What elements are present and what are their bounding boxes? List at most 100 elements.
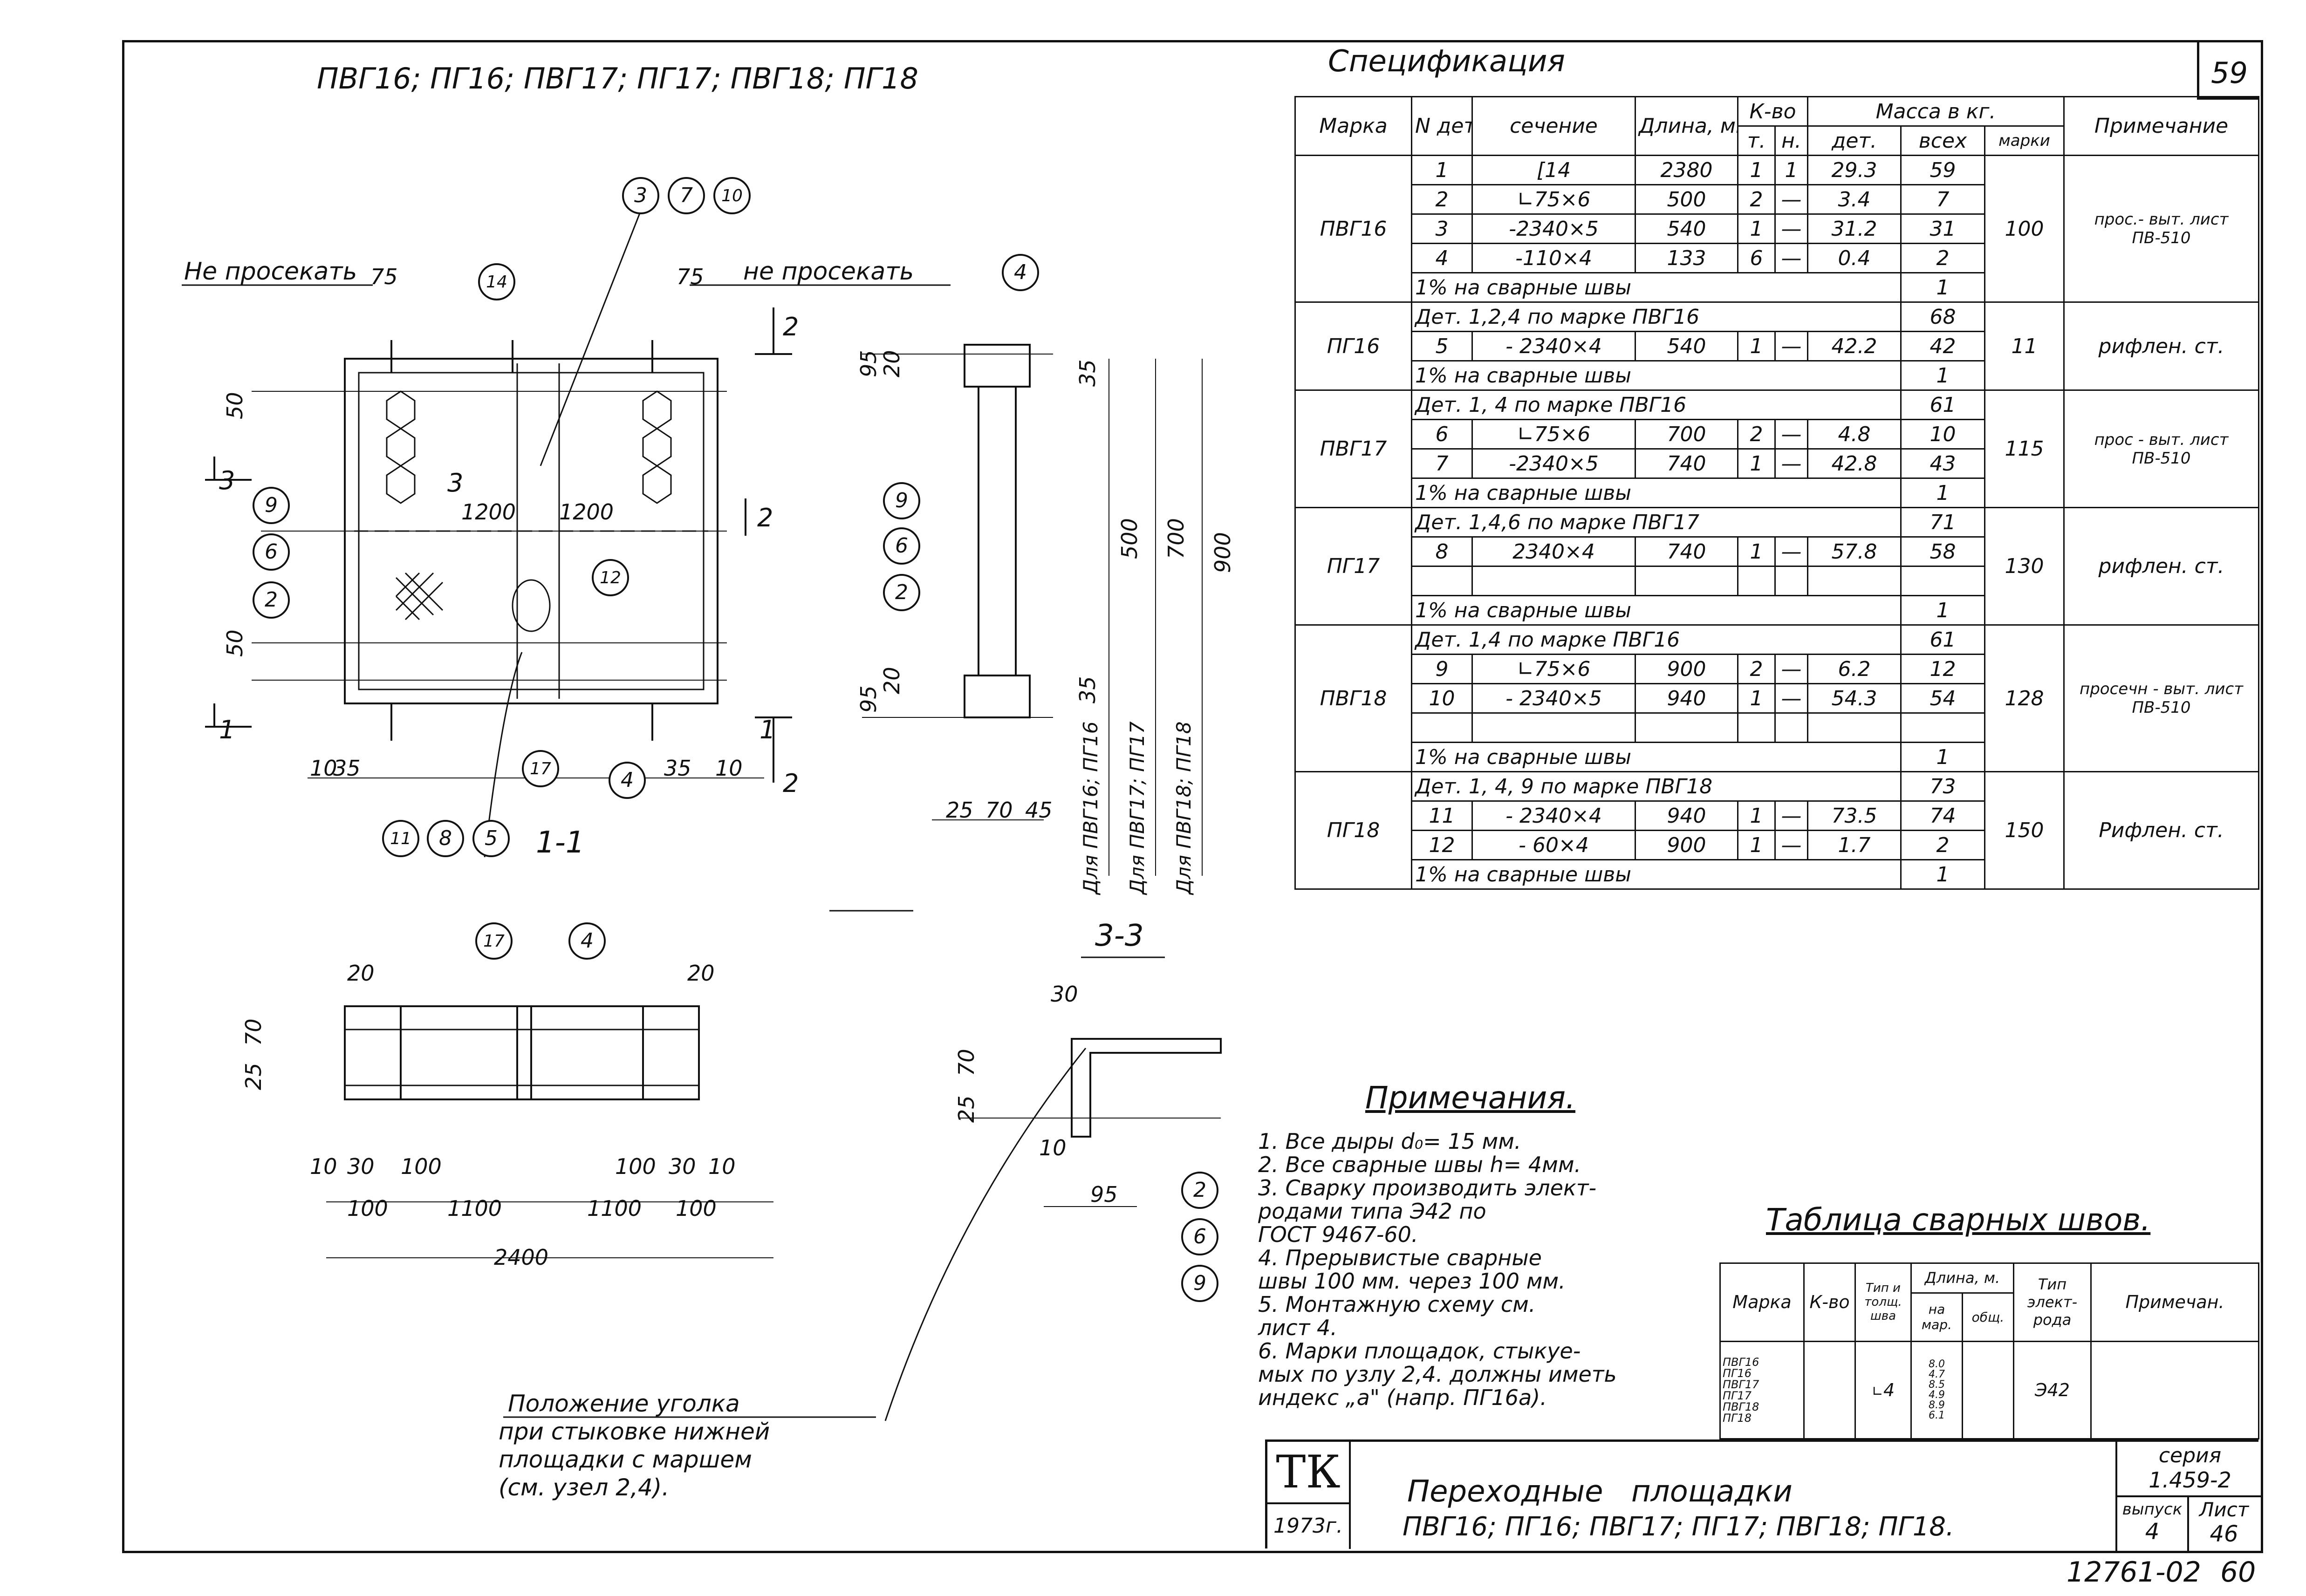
balloon-4b — [609, 762, 646, 799]
dim-70: 70 — [985, 798, 1013, 823]
note-line: швы 100 мм. через 100 мм. — [1258, 1269, 1566, 1294]
wt-type: ∟4 — [1854, 1340, 1912, 1440]
dim-35b: 35 — [664, 756, 691, 781]
cell-n: — — [1774, 800, 1808, 831]
cell-no: 9 — [1411, 654, 1473, 684]
balloon-9a-label: 9 — [265, 493, 278, 517]
no-cut-right: не просекать — [743, 258, 914, 286]
cut-2b: 2 — [783, 769, 799, 798]
cell-length: 740 — [1635, 448, 1738, 479]
wt-len-item: 8.0 — [1929, 1358, 1945, 1370]
section-3-3-label: 3-3 — [1095, 919, 1144, 953]
dim-35c: 35 — [1075, 359, 1100, 387]
cell-length: 500 — [1635, 184, 1738, 215]
balloon-2c — [1181, 1172, 1218, 1209]
page-number: 59 — [2211, 56, 2248, 90]
cell-t: 1 — [1737, 800, 1776, 831]
notes-title: Примечания. — [1365, 1080, 1575, 1116]
elev-dim-25: 25 — [241, 1063, 266, 1090]
cell-all: 74 — [1900, 800, 1985, 831]
dim-1200b: 1200 — [559, 499, 614, 525]
wt-hdr-mark: Марка — [1719, 1262, 1805, 1342]
cut-2a: 2 — [783, 312, 799, 341]
group-mass: 150 — [1984, 771, 2065, 890]
dim-45: 45 — [1025, 798, 1053, 823]
cell-all: 43 — [1900, 448, 1985, 479]
position-note-line-4: (см. узел 2,4). — [499, 1474, 669, 1501]
wt-electrode: Э42 — [2013, 1340, 2092, 1440]
table-row: 8 2340×4 740 1 — 57.8 58 — [1295, 536, 2259, 567]
table-row: 5 - 2340×4 540 1 — 42.2 42 — [1295, 331, 2259, 361]
weld-row-all: 1 — [1900, 742, 1985, 772]
table-row: ПВГ17 Дет. 1, 4 по марке ПВГ16 61 115 пр… — [1294, 389, 2259, 508]
balloon-4b-label: 4 — [621, 768, 634, 792]
balloon-7 — [668, 177, 705, 214]
note-line: 4. Прерывистые сварные — [1258, 1245, 1542, 1270]
balloon-6c — [1181, 1218, 1218, 1255]
hdr-no: N дет. — [1411, 96, 1473, 156]
wt-note — [2090, 1340, 2259, 1440]
elev-dim-70: 70 — [241, 1018, 266, 1046]
side-view-bottom-channel — [964, 675, 1031, 718]
balloon-17b — [475, 922, 513, 960]
dim-95b: 95 — [856, 685, 881, 713]
cell-section: - 2340×4 — [1471, 331, 1636, 361]
cell-n: 1 — [1774, 155, 1808, 185]
group-mass: 100 — [1984, 155, 2065, 303]
cell-t: 1 — [1737, 448, 1776, 479]
cell-no: 2 — [1411, 184, 1473, 215]
weld-row-all: 1 — [1900, 272, 1985, 303]
ref-row-all: 61 — [1900, 389, 1985, 420]
balloon-9b-label: 9 — [895, 489, 908, 512]
dim-900: 900 — [1210, 532, 1235, 573]
cell-n: — — [1774, 683, 1808, 714]
table-row: 10 - 2340×5 940 1 — 54.3 54 — [1295, 683, 2259, 714]
group-note: просечн - выт. лист ПВ-510 — [2063, 624, 2259, 772]
cell-all: 2 — [1900, 243, 1985, 273]
cell-all: 31 — [1900, 213, 1985, 244]
balloon-4c — [568, 922, 606, 960]
cell-section: - 2340×4 — [1471, 800, 1636, 831]
wt-len-item: 6.1 — [1929, 1409, 1945, 1421]
hdr-mass: Масса в кг. — [1807, 96, 2065, 127]
title-line-2: ПВГ16; ПГ16; ПВГ17; ПГ17; ПВГ18; ПГ18. — [1403, 1512, 1954, 1542]
weld-row-text: 1% на сварные швы — [1411, 477, 1902, 508]
cell-t: 1 — [1737, 155, 1776, 185]
for-pvg18-label: Для ПВГ18; ПГ18 — [1172, 722, 1195, 895]
cell-t: 2 — [1737, 654, 1776, 684]
cell-no: 3 — [1411, 213, 1473, 244]
table-row: 1% на сварные швы 1 — [1295, 272, 2259, 303]
note-line: 6. Марки площадок, стыкуе- — [1258, 1338, 1581, 1364]
wt-mark-item: ПГ16 — [1723, 1366, 1752, 1380]
section-1-1-label: 1-1 — [536, 825, 585, 860]
note-line: ГОСТ 9467-60. — [1258, 1222, 1418, 1247]
cell-det: 54.3 — [1807, 683, 1902, 714]
drawing-title: ПВГ16; ПГ16; ПВГ17; ПГ17; ПВГ18; ПГ18 — [317, 61, 918, 95]
hdr-qty-t: т. — [1737, 125, 1776, 156]
weld-row-all: 1 — [1900, 360, 1985, 391]
balloon-4a — [1002, 254, 1039, 291]
logo: ТК — [1276, 1446, 1341, 1498]
cut-2c: 2 — [757, 503, 773, 532]
drawing-frame — [122, 40, 2263, 1553]
sheet-value: 46 — [2210, 1521, 2238, 1547]
balloon-2b — [883, 574, 920, 611]
wt-hdr-len-mark: на мар. — [1910, 1292, 1963, 1342]
hdr-qty: К-во — [1737, 96, 1808, 127]
cut-3a: 3 — [219, 466, 235, 495]
year: 1973г. — [1273, 1514, 1343, 1538]
elev-dim-30b: 30 — [669, 1154, 696, 1179]
balloon-10 — [713, 177, 751, 214]
cell-n: — — [1774, 448, 1808, 479]
balloon-9b — [883, 482, 920, 519]
ref-row-all: 68 — [1900, 301, 1985, 332]
cell-n: — — [1774, 419, 1808, 450]
wt-len-item: 4.7 — [1929, 1368, 1945, 1380]
ref-row-text: Дет. 1,4,6 по марке ПВГ17 — [1411, 507, 1902, 538]
elev-dim-1100b: 1100 — [587, 1196, 642, 1221]
logo-cell: ТК — [1267, 1442, 1351, 1504]
table-row: ПГ16 Дет. 1,2,4 по марке ПВГ16 68 11 риф… — [1294, 301, 2259, 391]
table-row-empty — [1295, 712, 2259, 743]
balloon-12 — [592, 559, 629, 596]
for-pvg17-label: Для ПВГ17; ПГ17 — [1126, 721, 1149, 895]
